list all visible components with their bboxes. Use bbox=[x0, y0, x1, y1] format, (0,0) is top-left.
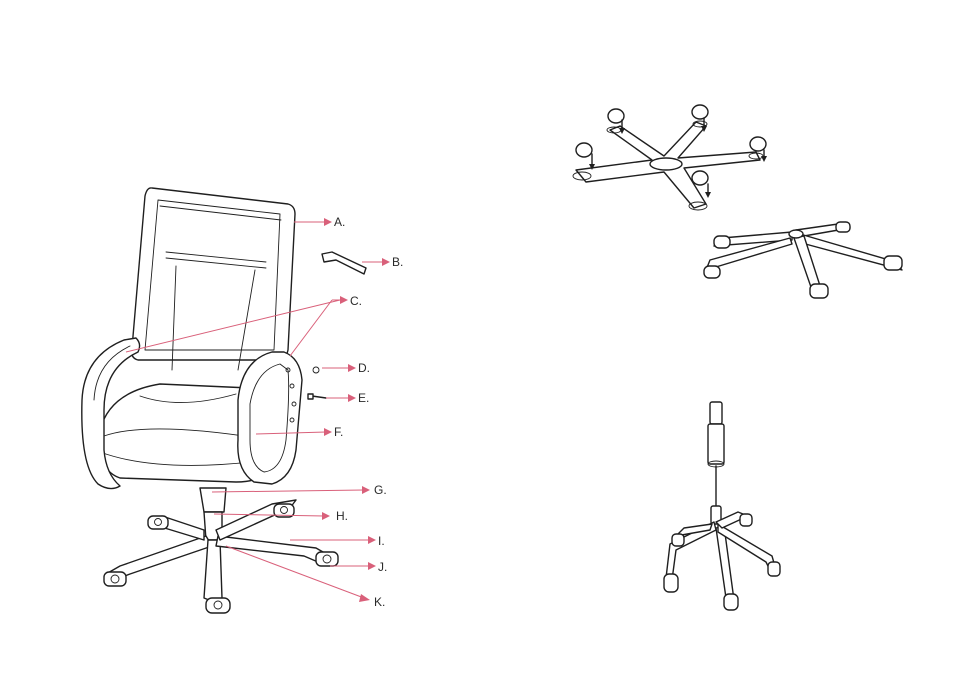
chair-illustration bbox=[82, 188, 338, 613]
part-label-k: K. bbox=[374, 595, 385, 609]
part-label-j: J. bbox=[378, 560, 387, 574]
part-label-c: C. bbox=[350, 294, 362, 308]
caster-2 bbox=[206, 598, 230, 613]
part-label-b: B. bbox=[392, 255, 403, 269]
part-labels: A. B. C. D. E. F. G. H. I. J. K. bbox=[334, 215, 403, 609]
part-label-a: A. bbox=[334, 215, 345, 229]
caster-3 bbox=[316, 552, 338, 566]
part-label-i: I. bbox=[378, 534, 385, 548]
part-label-f: F. bbox=[334, 425, 343, 439]
part-label-d: D. bbox=[358, 361, 370, 375]
caster-1 bbox=[104, 572, 126, 586]
allen-key-icon bbox=[322, 252, 366, 274]
part-label-h: H. bbox=[336, 509, 348, 523]
washer-icon bbox=[313, 367, 319, 373]
assembled-base-diagram bbox=[704, 222, 902, 298]
base-caster-insertion-diagram bbox=[573, 105, 767, 210]
part-label-g: G. bbox=[374, 483, 387, 497]
bolt-icon bbox=[308, 394, 326, 399]
gas-lift-insertion-diagram bbox=[664, 402, 780, 610]
caster-5 bbox=[148, 516, 168, 529]
part-label-e: E. bbox=[358, 391, 369, 405]
